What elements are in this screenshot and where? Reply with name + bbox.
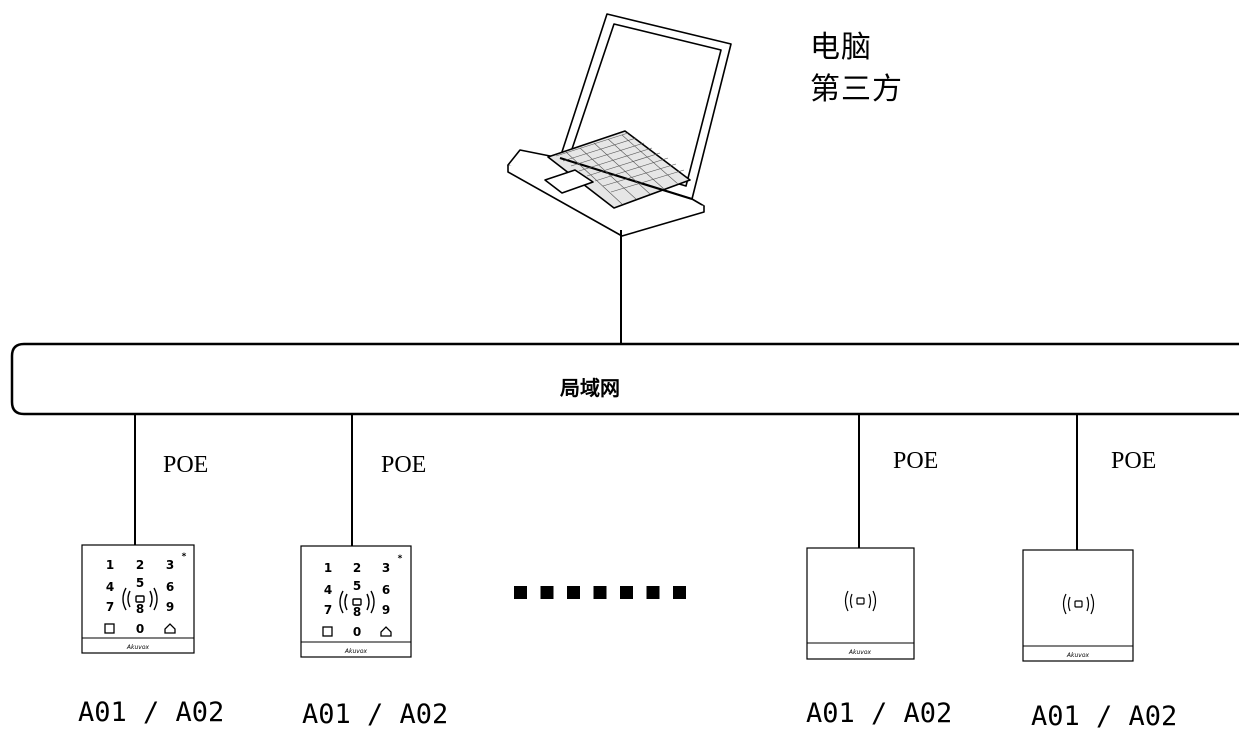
model-label-3: A01 / A02 <box>806 698 953 729</box>
key-3: 3 <box>382 561 390 575</box>
key-4: 4 <box>106 580 114 594</box>
ellipsis-square <box>593 586 607 599</box>
key-8: 8 <box>353 605 361 619</box>
key-0: 0 <box>353 625 361 639</box>
lan-label: 局域网 <box>560 376 620 400</box>
key-1: 1 <box>106 558 114 572</box>
key-1: 1 <box>324 561 332 575</box>
key-0: 0 <box>136 622 144 636</box>
key-3: 3 <box>166 558 174 572</box>
brand-logo: Akuvox <box>848 649 872 656</box>
key-2: 2 <box>136 558 144 572</box>
nfc-icon <box>122 587 158 611</box>
keypad-reader-2: 1 2 3 4 5 6 7 8 9 0 * Akuvox <box>300 545 412 658</box>
key-9: 9 <box>166 600 174 614</box>
key-6: 6 <box>382 583 390 597</box>
key-7: 7 <box>324 603 332 617</box>
svg-text:*: * <box>398 554 403 564</box>
brand-logo: Akuvox <box>344 648 368 655</box>
key-7: 7 <box>106 600 114 614</box>
bell-key-icon <box>164 623 176 634</box>
card-key-icon <box>322 626 333 637</box>
nfc-icon <box>844 590 877 612</box>
key-2: 2 <box>353 561 361 575</box>
card-reader-3: Akuvox <box>806 547 915 660</box>
bell-key-icon <box>380 626 392 637</box>
key-5: 5 <box>353 579 361 593</box>
poe-label-4: POE <box>1111 448 1157 474</box>
ellipsis-square <box>646 586 660 599</box>
laptop-icon <box>507 13 732 237</box>
lan-bus <box>10 342 1239 416</box>
ellipsis-square <box>514 586 527 599</box>
key-8: 8 <box>136 602 144 616</box>
card-key-icon <box>104 623 115 634</box>
poe-label-2: POE <box>381 452 427 478</box>
keyboard-keys <box>555 132 685 205</box>
model-label-1: A01 / A02 <box>78 697 225 728</box>
third-party-label: 第三方 <box>810 72 903 107</box>
card-reader-4: Akuvox <box>1022 549 1134 662</box>
model-label-4: A01 / A02 <box>1031 701 1178 732</box>
ellipsis-square <box>540 586 554 599</box>
key-6: 6 <box>166 580 174 594</box>
more-devices-ellipsis <box>514 586 686 599</box>
brand-logo: Akuvox <box>126 644 150 651</box>
ellipsis-square <box>567 586 580 599</box>
computer-label: 电脑 <box>810 30 872 65</box>
key-5: 5 <box>136 576 144 590</box>
poe-label-3: POE <box>893 448 939 474</box>
svg-text:*: * <box>182 552 187 562</box>
key-4: 4 <box>324 583 332 597</box>
nfc-icon <box>1062 593 1095 615</box>
model-label-2: A01 / A02 <box>302 699 449 730</box>
keypad-reader-1: 1 2 3 4 5 6 7 8 9 0 * Akuvox <box>81 544 195 654</box>
nfc-icon <box>339 590 375 614</box>
ellipsis-square <box>673 586 686 599</box>
key-9: 9 <box>382 603 390 617</box>
ellipsis-square <box>620 586 633 599</box>
poe-label-1: POE <box>163 452 209 478</box>
brand-logo: Akuvox <box>1066 652 1090 659</box>
